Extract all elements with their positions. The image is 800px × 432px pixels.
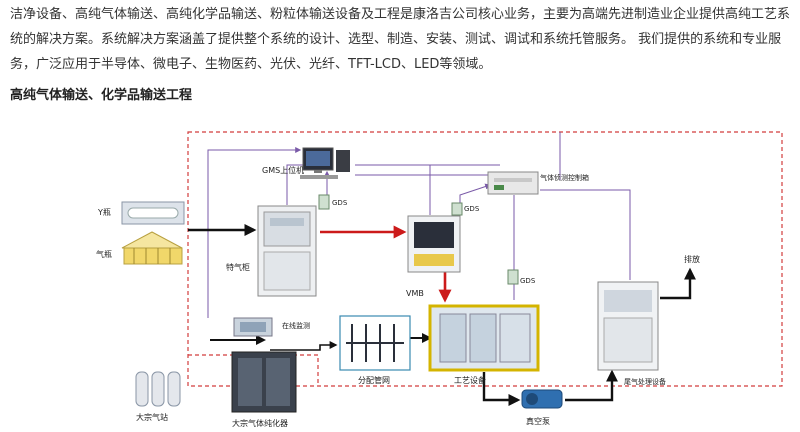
- controller-label-text: 气体侦测控制箱: [540, 173, 589, 182]
- flow-arrow-pump: [482, 372, 521, 406]
- distribution-icon: [339, 315, 411, 371]
- distribution-label: 分配管网: [358, 375, 390, 385]
- intro-paragraph: 洁净设备、高纯气体输送、高纯化学品输送、粉粒体输送设备及工程是康洛吉公司核心业务…: [10, 7, 791, 72]
- gds-label-3: GDS: [520, 277, 536, 285]
- y-bottle-icon: [121, 201, 185, 225]
- section-heading: 高纯气体输送、化学品输送工程: [10, 88, 193, 103]
- process-equipment-icon: [428, 304, 540, 372]
- online-monitor-icon: [233, 317, 273, 337]
- purifier-icon: [231, 351, 297, 413]
- exhaust-treatment-icon: [597, 281, 659, 371]
- gms-label: GMS上位机: [262, 165, 304, 175]
- vacuum-pump-icon: [521, 389, 563, 409]
- exhaust-label: 排放: [684, 254, 700, 264]
- gas-cabinet-label: 特气柜: [226, 262, 250, 272]
- bulk-station-label: 大宗气站: [136, 412, 168, 422]
- flow-arrow-bulk: [270, 341, 338, 351]
- controller-icon: [487, 171, 539, 195]
- gas-cylinder-icon: [121, 231, 183, 265]
- vmb-icon: [407, 215, 461, 273]
- gas-cabinet-icon: [257, 205, 317, 297]
- controller-label: 气体侦测控制箱: [540, 173, 589, 182]
- gds-label-2: GDS: [464, 205, 480, 213]
- bulk-station-icon: [135, 371, 181, 407]
- gms-computer-icon: [300, 147, 350, 179]
- gds-sensor-icon: [318, 194, 519, 285]
- online-monitor-label-text: 在线监测: [282, 321, 310, 330]
- purifier-label: 大宗气体纯化器: [232, 418, 288, 428]
- y-bottle-label: Y瓶: [97, 207, 111, 217]
- flow-arrow-treatment: [565, 369, 618, 402]
- vacuum-pump-label: 真空泵: [526, 416, 550, 426]
- flow-arrow-exhaust: [660, 267, 696, 300]
- gds-label-1: GDS: [332, 199, 348, 207]
- exhaust-treatment-label-text: 尾气处理设备: [624, 377, 666, 386]
- bulk-boundary: [188, 354, 319, 386]
- exhaust-treatment-label: 尾气处理设备: [624, 377, 666, 386]
- gas-cylinder-label: 气瓶: [96, 249, 112, 259]
- vmb-label: VMB: [406, 289, 424, 298]
- online-monitor-label: 在线监测: [282, 321, 310, 330]
- process-equipment-label: 工艺设备: [454, 375, 486, 385]
- gas-delivery-diagram: GMS上位机 气体侦测控制箱 GDS GDS GDS Y瓶 气瓶 特气柜: [96, 131, 783, 428]
